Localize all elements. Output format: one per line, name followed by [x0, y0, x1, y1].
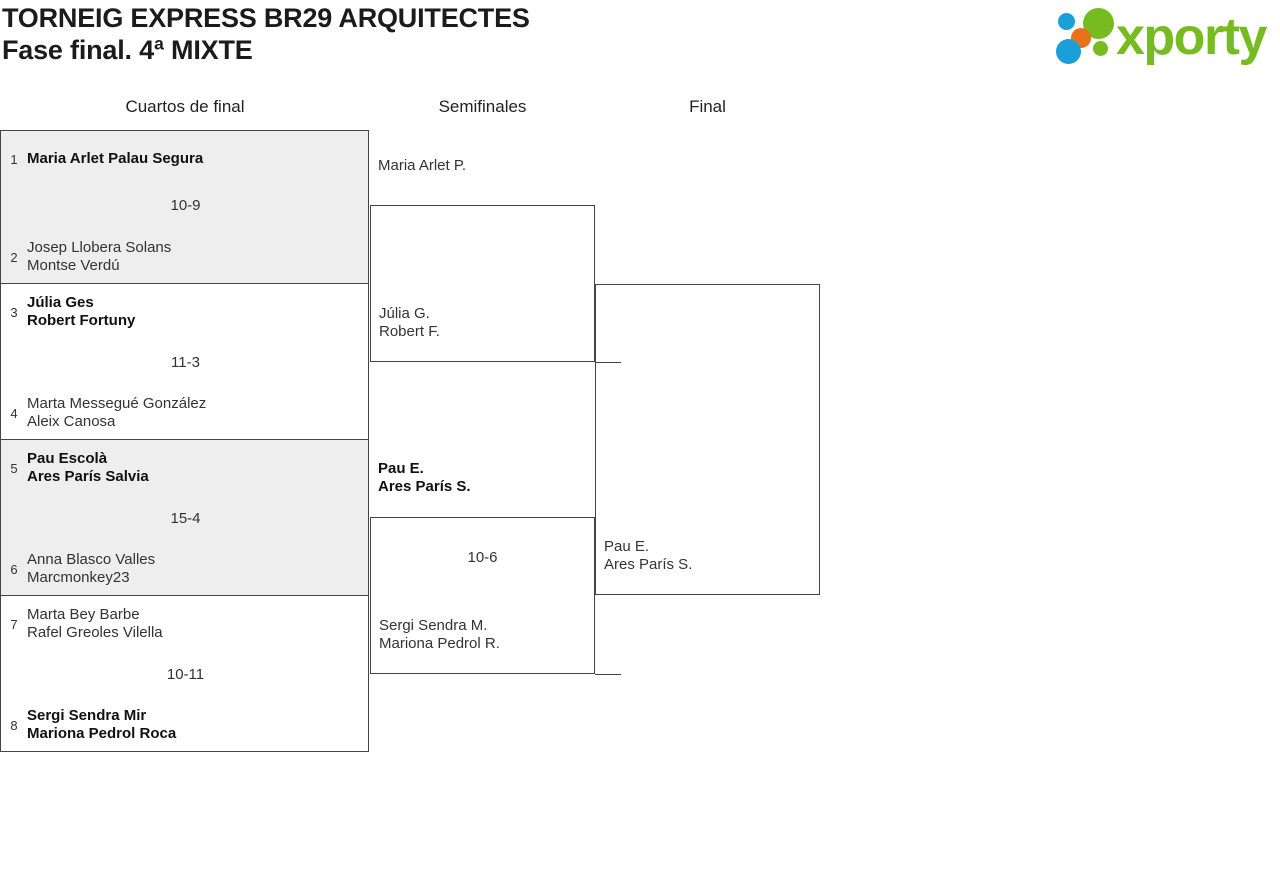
player-name-line2: Mariona Pedrol R.	[379, 635, 500, 652]
player-name-line1: Josep Llobera Solans	[27, 239, 172, 256]
player-name-line2: Mariona Pedrol Roca	[27, 725, 177, 742]
player-name-line2: Robert F.	[379, 323, 440, 340]
bracket-slot: 5 Pau Escolà Ares París Salvia	[1, 450, 368, 486]
player-name-line1: Maria Arlet P.	[378, 157, 467, 174]
page-header: TORNEIG EXPRESS BR29 ARQUITECTES Fase fi…	[0, 0, 1280, 88]
player-name-line1: Sergi Sendra Mir	[27, 707, 147, 724]
seed-number: 2	[10, 249, 18, 265]
match-quarterfinal-2[interactable]: 3 Júlia Ges Robert Fortuny 11-3 4 Marta …	[0, 284, 369, 440]
bracket-slot: 7 Marta Bey Barbe Rafel Greoles Vilella	[1, 606, 368, 642]
semifinal-1-top-names: Maria Arlet P.	[378, 157, 466, 175]
player-names: Sergi Sendra M. Mariona Pedrol R.	[379, 617, 500, 653]
bracket-slot: 4 Marta Messegué González Aleix Canosa	[1, 395, 368, 431]
logo-dots-icon	[1052, 6, 1122, 68]
seed-number: 8	[10, 717, 18, 733]
bracket-slot: 1 Maria Arlet Palau Segura	[1, 143, 368, 175]
bracket-slot: 3 Júlia Ges Robert Fortuny	[1, 294, 368, 330]
semifinal-2-top-names: Pau E. Ares París S.	[378, 460, 471, 496]
player-name-line1: Júlia Ges	[27, 294, 94, 311]
connector-semifinal-1-to-final	[595, 362, 621, 363]
player-names: Maria Arlet Palau Segura	[27, 150, 203, 168]
round-header-quarterfinals: Cuartos de final	[125, 97, 245, 116]
player-name-line1: Marta Bey Barbe	[27, 606, 140, 623]
player-name-line2: Ares París Salvia	[27, 468, 149, 485]
round-header-final: Final	[689, 97, 726, 116]
player-names: Josep Llobera Solans Montse Verdú	[27, 239, 171, 275]
player-name-line2: Ares París S.	[378, 478, 471, 495]
seed-number: 3	[10, 304, 18, 320]
match-semifinal-1[interactable]: Júlia G. Robert F.	[370, 205, 595, 362]
tournament-title-line2: Fase final. 4ª MIXTE	[2, 35, 253, 65]
player-name-line1: Pau E.	[604, 538, 650, 555]
match-final[interactable]: Pau E. Ares París S.	[595, 284, 820, 595]
player-names: Júlia G. Robert F.	[379, 305, 440, 341]
player-name-line1: Maria Arlet Palau Segura	[27, 150, 204, 167]
player-name-line1: Anna Blasco Valles	[27, 551, 156, 568]
match-score: 10-6	[467, 549, 498, 566]
player-names: Pau Escolà Ares París Salvia	[27, 450, 149, 486]
tournament-title: TORNEIG EXPRESS BR29 ARQUITECTES Fase fi…	[2, 2, 902, 66]
seed-number: 1	[10, 151, 18, 167]
seed-number: 6	[10, 561, 18, 577]
player-name-line2: Aleix Canosa	[27, 413, 116, 430]
player-names: Marta Messegué González Aleix Canosa	[27, 395, 206, 431]
player-names: Pau E. Ares París S.	[604, 538, 692, 574]
player-name-line1: Júlia G.	[379, 305, 430, 322]
player-name-line2: Ares París S.	[604, 556, 693, 573]
match-quarterfinal-4[interactable]: 7 Marta Bey Barbe Rafel Greoles Vilella …	[0, 596, 369, 752]
logo-dot-blue-large-icon	[1056, 39, 1081, 64]
match-score: 11-3	[171, 354, 200, 371]
player-name-line2: Montse Verdú	[27, 257, 120, 274]
bracket-slot: 8 Sergi Sendra Mir Mariona Pedrol Roca	[1, 707, 368, 743]
player-name-line2: Marcmonkey23	[27, 569, 130, 586]
player-name-line2: Rafel Greoles Vilella	[27, 624, 163, 641]
player-names: Júlia Ges Robert Fortuny	[27, 294, 135, 330]
bracket-slot: 6 Anna Blasco Valles Marcmonkey23	[1, 551, 368, 587]
player-names: Anna Blasco Valles Marcmonkey23	[27, 551, 155, 587]
bracket-slot: 2 Josep Llobera Solans Montse Verdú	[1, 239, 368, 275]
player-name-line1: Pau E.	[378, 460, 424, 477]
seed-number: 7	[10, 616, 18, 632]
match-quarterfinal-3[interactable]: 5 Pau Escolà Ares París Salvia 15-4 6 An…	[0, 440, 369, 596]
player-name-line1: Marta Messegué González	[27, 395, 207, 412]
match-score: 10-11	[166, 666, 205, 683]
match-quarterfinal-1[interactable]: 1 Maria Arlet Palau Segura 10-9 2 Josep …	[0, 130, 369, 284]
player-names: Sergi Sendra Mir Mariona Pedrol Roca	[27, 707, 176, 743]
player-name-line1: Pau Escolà	[27, 450, 108, 467]
player-name-line1: Sergi Sendra M.	[379, 617, 488, 634]
seed-number: 5	[10, 460, 18, 476]
logo-wordmark: xporty	[1116, 8, 1267, 66]
seed-number: 4	[10, 405, 18, 421]
player-name-line2: Robert Fortuny	[27, 312, 136, 329]
match-semifinal-2[interactable]: 10-6 Sergi Sendra M. Mariona Pedrol R.	[370, 517, 595, 674]
match-score: 15-4	[170, 510, 201, 527]
match-score: 10-9	[170, 197, 201, 214]
connector-semifinal-2-to-final	[595, 674, 621, 675]
tournament-title-line1: TORNEIG EXPRESS BR29 ARQUITECTES	[2, 3, 530, 33]
round-header-semifinals: Semifinales	[438, 97, 527, 116]
player-names: Marta Bey Barbe Rafel Greoles Vilella	[27, 606, 163, 642]
xporty-logo[interactable]: xporty	[1052, 6, 1276, 68]
logo-dot-green-small-icon	[1093, 41, 1108, 56]
logo-dot-blue-small-icon	[1058, 13, 1075, 30]
